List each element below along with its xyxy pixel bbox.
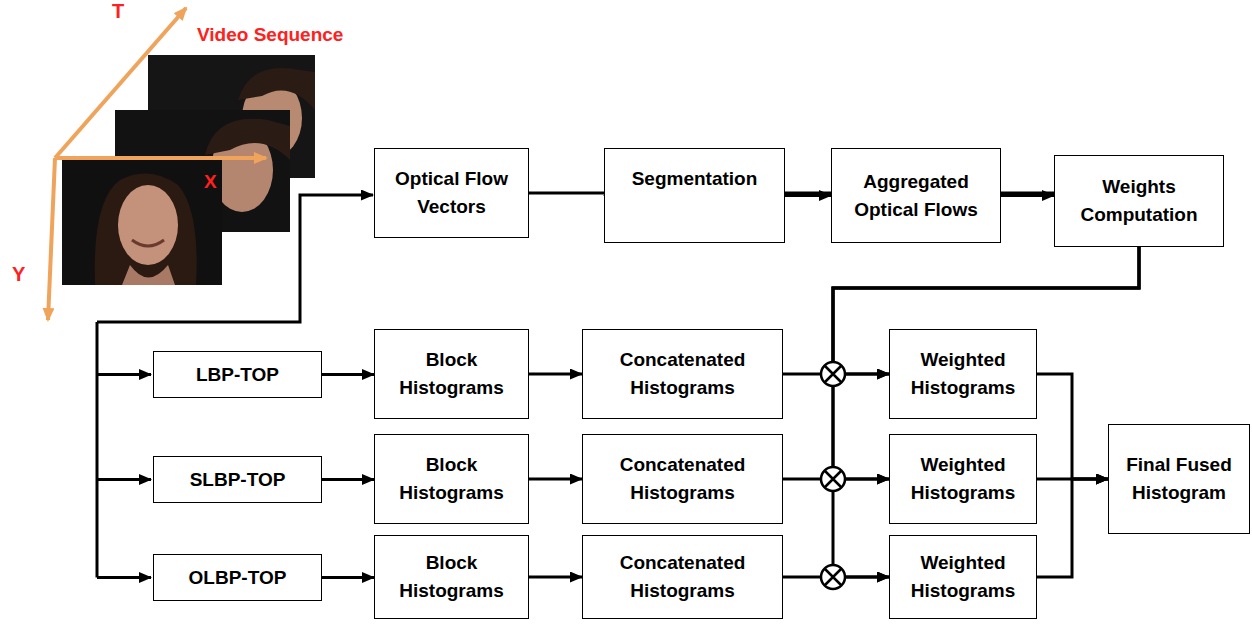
multiplier-symbol <box>821 362 845 386</box>
flow-arrow <box>833 247 1139 577</box>
box-label: LBP-TOP <box>196 361 279 389</box>
process-box: Block Histograms <box>374 434 529 524</box>
box-label: Segmentation <box>632 165 758 193</box>
box-label: OLBP-TOP <box>189 564 287 592</box>
box-label: Optical Flow Vectors <box>383 165 520 220</box>
output-box: Final Fused Histogram <box>1108 424 1250 534</box>
box-label: Concatenated Histograms <box>591 549 774 604</box>
process-box: Weighted Histograms <box>889 329 1037 419</box>
process-box: Concatenated Histograms <box>582 329 783 419</box>
process-box: Block Histograms <box>374 329 529 419</box>
box-label: Weighted Histograms <box>898 346 1028 401</box>
process-box: Aggregated Optical Flows <box>831 148 1001 243</box>
axis-label: T <box>112 0 124 23</box>
box-label: Concatenated Histograms <box>591 346 774 401</box>
box-label: SLBP-TOP <box>190 466 286 494</box>
box-label: Concatenated Histograms <box>591 451 774 506</box>
box-label: Final Fused Histogram <box>1117 451 1241 506</box>
flow-arrow <box>322 576 374 579</box>
box-label: Block Histograms <box>383 549 520 604</box>
axis-label: X <box>204 171 217 193</box>
multiplier-symbol <box>821 467 845 491</box>
flow-arrow <box>785 194 831 197</box>
flow-arrow <box>529 576 582 579</box>
flow-arrow <box>322 478 374 481</box>
process-box: Weighted Histograms <box>889 434 1037 524</box>
box-label: Weights Computation <box>1063 173 1215 228</box>
box-label: Weighted Histograms <box>898 451 1028 506</box>
flow-arrow <box>1037 479 1108 577</box>
box-label: Block Histograms <box>383 451 520 506</box>
multiplier-symbol <box>821 565 845 589</box>
operator-box: LBP-TOP <box>153 351 322 398</box>
process-box: Segmentation <box>604 148 785 243</box>
axis-label: Y <box>12 263 25 286</box>
process-box: Weights Computation <box>1054 155 1224 247</box>
box-label: Aggregated Optical Flows <box>840 168 992 223</box>
operator-box: OLBP-TOP <box>153 554 322 601</box>
flow-arrow <box>529 478 582 481</box>
axes <box>48 8 266 320</box>
flow-arrow <box>1001 194 1054 197</box>
box-label: Weighted Histograms <box>898 549 1028 604</box>
process-box: Optical Flow Vectors <box>374 148 529 238</box>
input-wires <box>97 195 373 578</box>
operator-box: SLBP-TOP <box>153 456 322 503</box>
process-box: Concatenated Histograms <box>582 535 783 619</box>
flow-arrow <box>322 373 374 376</box>
process-box: Concatenated Histograms <box>582 434 783 524</box>
flow-arrow <box>1037 374 1108 479</box>
box-label: Block Histograms <box>383 346 520 401</box>
process-box: Weighted Histograms <box>889 535 1037 619</box>
flow-arrow <box>529 373 582 376</box>
process-box: Block Histograms <box>374 535 529 619</box>
frame-front <box>62 160 222 285</box>
figure-title: Video Sequence <box>197 24 343 46</box>
